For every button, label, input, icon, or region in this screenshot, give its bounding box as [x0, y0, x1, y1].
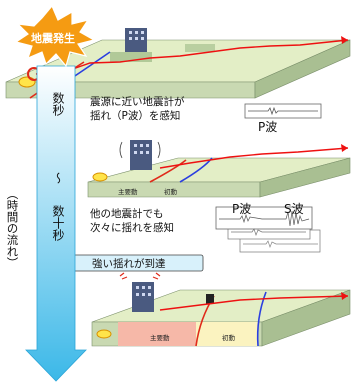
timeline-seconds: 数秒: [51, 92, 65, 116]
panel-2-s-zone-label: 主要動: [118, 188, 138, 196]
panel-2-caption: 他の地震計でも 次々に揺れを感知: [90, 208, 174, 234]
panel-3-p-zone-label: 初動: [222, 334, 235, 342]
panel-2-ground: [87, 140, 351, 198]
panel-1-p-wave-label: P波: [258, 120, 278, 134]
panel-2-seismograms: [215, 206, 321, 253]
timeline-tilde: ～: [51, 172, 65, 184]
panel-2-p-wave-label: P波: [232, 202, 252, 216]
earthquake-burst: [14, 4, 96, 68]
panel-2-s-wave-label: S波: [284, 202, 304, 216]
panel-1-seismogram: [244, 103, 322, 119]
panel-1-caption: 震源に近い地震計が 揺れ（P波）を感知: [90, 96, 185, 122]
panel-3-signal-arrow: [159, 292, 349, 311]
panel-2-p-zone-label: 初動: [164, 188, 177, 196]
timeline-tens-seconds: 数十秒: [51, 205, 65, 241]
timeline-flow: （時間の流れ）: [5, 188, 20, 269]
panel-3-ground: [91, 272, 351, 347]
panel-2-signal-arrow: [159, 144, 349, 169]
burst-label: 地震発生: [31, 32, 75, 45]
panel-3-alert-text: 強い揺れが到達: [92, 258, 166, 270]
panel-1-signal-arrow: [35, 36, 349, 75]
panel-3-s-zone-label: 主要動: [150, 334, 170, 342]
timeline-arrow: [25, 65, 87, 382]
